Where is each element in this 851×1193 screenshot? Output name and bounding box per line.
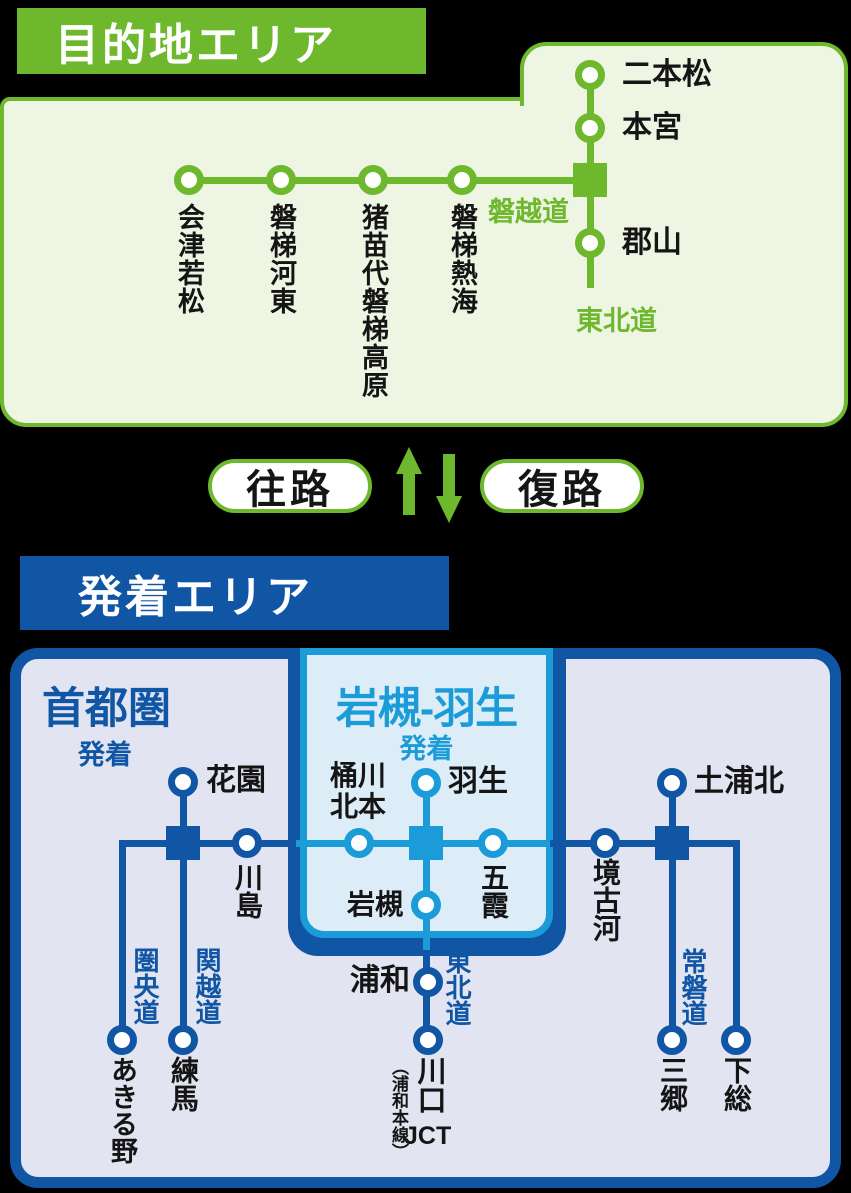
destination-area-panel-upper <box>520 42 848 106</box>
station-label-hanazono: 花園 <box>206 764 266 797</box>
station-node-bandaikawahigashi <box>266 165 296 195</box>
station-label-kawaguchi-jct: JCT <box>404 1122 452 1150</box>
outbound-label: 往路 <box>246 468 334 512</box>
main-line-west <box>122 840 302 847</box>
kanetsudo-expressway-label: 関越道 <box>192 947 222 1025</box>
destination-area-panel <box>0 97 848 427</box>
kenodo-expressway-label: 圏央道 <box>130 947 160 1025</box>
station-label-sakaikoga: 境古河 <box>590 858 621 942</box>
departure-area-heading: 発着エリア <box>20 556 449 630</box>
tohoku-expressway-label-green: 東北道 <box>576 306 657 336</box>
station-label-shimofusa: 下総 <box>721 1056 752 1112</box>
jobando-expressway-label: 常磐道 <box>678 948 708 1026</box>
station-node-iwatsuki <box>411 890 441 920</box>
station-node-okegawakitamoto <box>344 828 374 858</box>
station-node-goka <box>478 828 508 858</box>
station-node-nerima <box>168 1025 198 1055</box>
tohokudo-line-cyan <box>423 783 430 952</box>
station-node-sakaikoga <box>590 828 620 858</box>
station-label-bandaiatami: 磐梯熱海 <box>447 203 477 315</box>
station-node-tsuchiurakita <box>657 768 687 798</box>
station-label-goka: 五霞 <box>478 863 509 919</box>
panel-seam-patch <box>526 96 842 108</box>
station-label-akiruno: あきる野 <box>107 1056 137 1164</box>
station-label-koriyama: 郡山 <box>622 226 682 259</box>
station-label-misato: 三郷 <box>657 1056 688 1112</box>
station-node-koriyama <box>575 228 605 258</box>
station-label-iwatsuki: 岩槻 <box>347 889 404 920</box>
iwatsuki-hanyu-title: 岩槻-羽生 <box>335 685 518 733</box>
departure-area-heading-label: 発着エリア <box>78 573 313 622</box>
banetsu-expressway-label: 磐越道 <box>488 197 569 227</box>
station-label-kawaguchi-kanji: 川口 <box>413 1056 445 1114</box>
station-label-motomiya: 本宮 <box>622 111 682 144</box>
station-node-inawashirobandaikogen <box>358 165 388 195</box>
return-label: 復路 <box>518 468 606 512</box>
station-label-hanyu: 羽生 <box>448 765 508 798</box>
joban-jct-node <box>655 826 689 860</box>
iwatsuki-jct-node <box>409 826 443 860</box>
station-label-inawashirobandaikogen: 猪苗代磐梯高原 <box>358 203 388 399</box>
station-node-hanyu <box>411 768 441 798</box>
station-label-tsuchiurakita: 土浦北 <box>694 765 784 798</box>
return-pill: 復路 <box>480 459 644 513</box>
kanetsudo-line <box>180 782 187 1043</box>
station-node-urawa <box>413 967 443 997</box>
hanazono-jct-node <box>166 826 200 860</box>
koriyama-jct-node <box>573 163 607 197</box>
station-node-akiruno <box>107 1025 137 1055</box>
station-label-aizuwakamatsu: 会津若松 <box>174 203 204 315</box>
banetsu-line <box>188 177 590 184</box>
jobando-line <box>669 783 676 1043</box>
station-node-motomiya <box>575 113 605 143</box>
station-label-okegawakitamoto: 桶川北本 <box>316 760 400 822</box>
station-node-aizuwakamatsu <box>174 165 204 195</box>
station-node-hanazono <box>168 767 198 797</box>
okegawa-line2: 北本 <box>329 791 386 822</box>
tohokudo-expressway-label: 東北道 <box>442 948 472 1026</box>
station-label-nihonmatsu: 二本松 <box>622 58 712 91</box>
station-label-kawaguchi-note: （浦和本線） <box>389 1058 408 1160</box>
station-label-bandaikawahigashi: 磐梯河東 <box>266 203 296 315</box>
outbound-pill: 往路 <box>208 459 372 513</box>
shimofusa-line <box>733 840 740 1043</box>
shutoken-title: 首都圏 <box>42 685 171 733</box>
station-node-bandaiatami <box>447 165 477 195</box>
station-node-misato <box>657 1025 687 1055</box>
main-line-east <box>550 840 740 847</box>
station-node-kawaguchijct <box>413 1025 443 1055</box>
station-node-nihonmatsu <box>575 60 605 90</box>
up-down-arrows-icon <box>396 447 462 523</box>
destination-area-heading-label: 目的地エリア <box>55 21 337 70</box>
iwatsuki-hanyu-subtitle: 発着 <box>399 734 454 764</box>
kenodo-line <box>119 840 126 1043</box>
station-label-nerima: 練馬 <box>168 1056 199 1112</box>
okegawa-line1: 桶川 <box>329 760 386 791</box>
destination-area-heading: 目的地エリア <box>17 8 426 74</box>
station-node-kawajima <box>232 828 262 858</box>
station-node-shimofusa <box>721 1025 751 1055</box>
shutoken-subtitle: 発着 <box>78 740 132 770</box>
station-label-kawajima: 川島 <box>232 863 263 919</box>
station-label-urawa: 浦和 <box>350 964 410 997</box>
